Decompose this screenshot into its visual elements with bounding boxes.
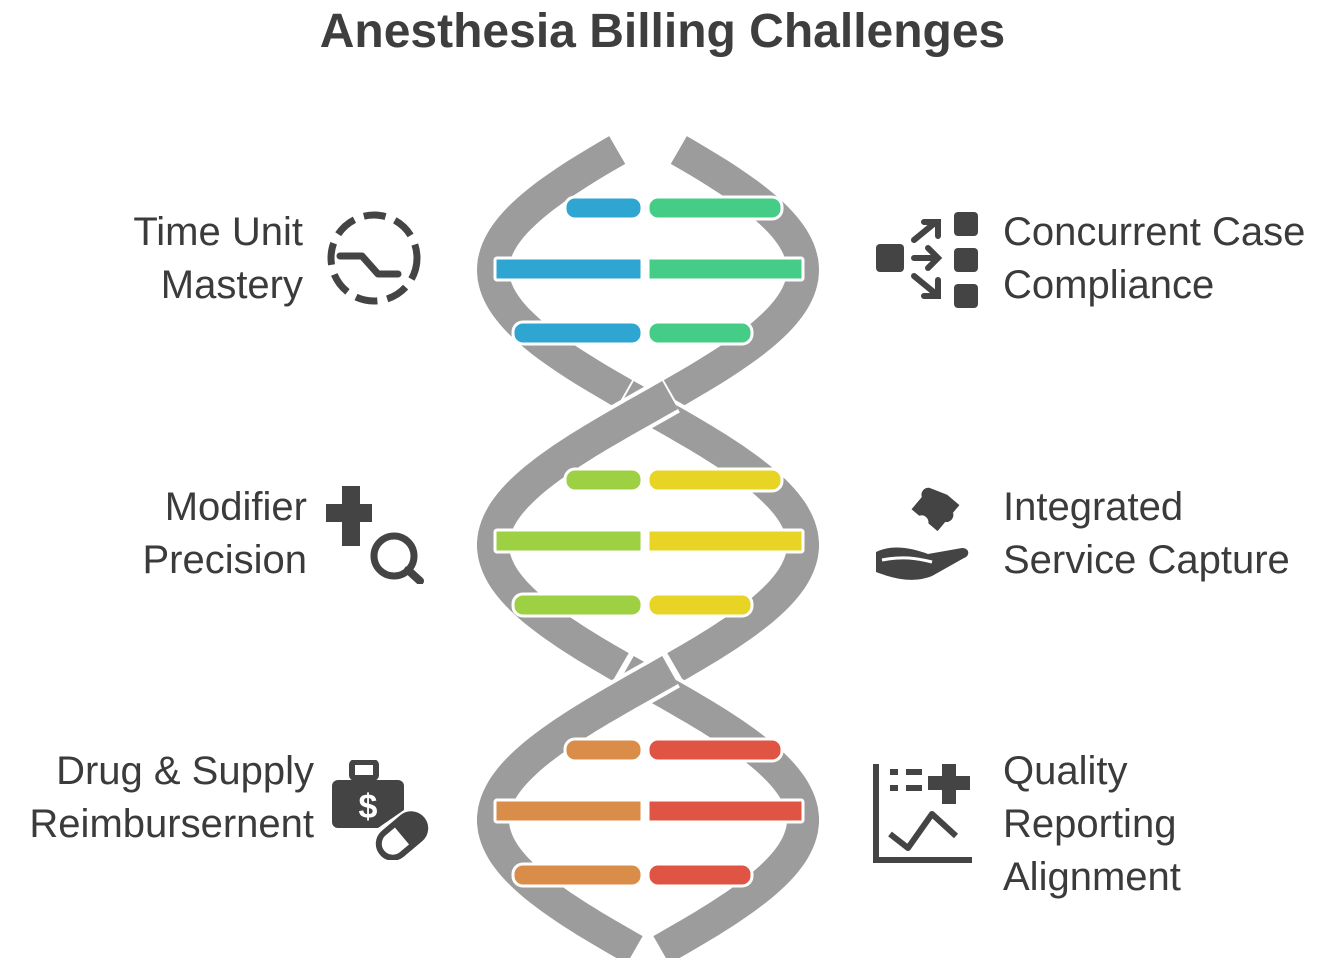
label-line: Reporting <box>1003 802 1177 846</box>
page-title: Anesthesia Billing Challenges <box>319 5 1006 58</box>
dna-rung-right <box>646 467 784 493</box>
label-line: Quality <box>1003 749 1128 793</box>
label-line: Service Capture <box>1003 538 1290 582</box>
dashed-clock-icon <box>327 211 421 305</box>
svg-text:$: $ <box>359 788 378 826</box>
dna-rung-left <box>563 467 644 493</box>
medical-bag-pill-icon: $ <box>332 760 429 860</box>
label-line: Concurrent Case <box>1003 210 1306 254</box>
label-line: Time Unit <box>133 210 303 254</box>
label-line: Compliance <box>1003 263 1215 307</box>
label-line: Integrated <box>1003 485 1184 529</box>
dna-rung-left <box>511 862 644 888</box>
dna-rung-right <box>646 862 754 888</box>
label-modifier-precision: Modifier Precision <box>142 481 307 587</box>
dna-rung-right <box>646 737 784 763</box>
medical-search-icon <box>326 486 424 584</box>
label-quality-reporting: Quality Reporting Alignment <box>1003 745 1181 904</box>
label-line: Mastery <box>160 263 303 307</box>
dna-rung-left <box>493 256 644 282</box>
dna-rung-left <box>493 528 644 554</box>
dna-rung-right <box>646 195 784 221</box>
helix-strand-front <box>476 136 633 408</box>
label-line: Precision <box>142 538 307 582</box>
dna-rung-right <box>646 256 805 282</box>
label-line: Reimbursernent <box>29 802 314 846</box>
label-line: Drug & Supply <box>56 749 314 793</box>
chart-plus-icon <box>873 764 972 863</box>
dna-rung-left <box>511 592 644 618</box>
dna-rung-right <box>646 528 805 554</box>
hand-puzzle-icon <box>876 487 969 580</box>
label-line: Modifier <box>164 485 307 529</box>
workflow-arrows-icon <box>876 212 978 308</box>
dna-rung-left <box>563 195 644 221</box>
dna-rung-left <box>493 798 644 824</box>
label-concurrent-case: Concurrent Case Compliance <box>1003 206 1305 312</box>
dna-rung-left <box>511 320 644 346</box>
dna-rung-right <box>646 592 754 618</box>
label-time-unit-mastery: Time Unit Mastery <box>133 206 303 312</box>
label-line: Alignment <box>1003 855 1181 899</box>
label-integrated-service: Integrated Service Capture <box>1003 481 1290 587</box>
dna-rung-right <box>646 320 754 346</box>
label-drug-supply: Drug & Supply Reimbursernent <box>29 745 314 851</box>
dna-rung-right <box>646 798 805 824</box>
dna-rung-left <box>563 737 644 763</box>
